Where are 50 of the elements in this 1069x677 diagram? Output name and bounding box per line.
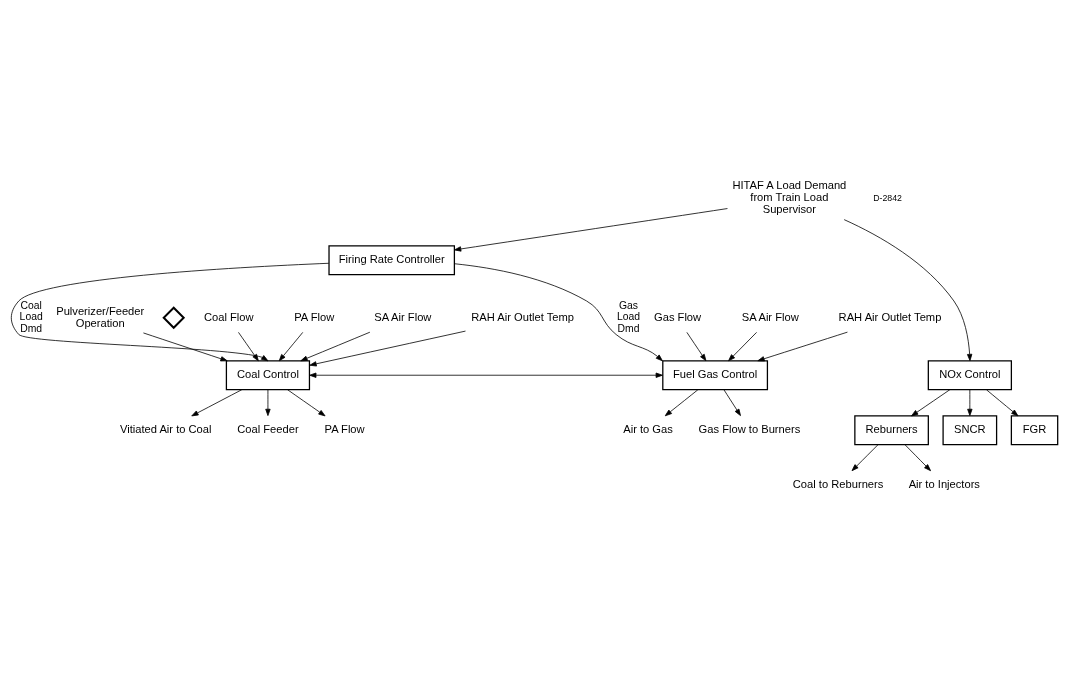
arrow <box>967 389 973 416</box>
arrow <box>309 330 466 367</box>
node-text: Gas Flow <box>654 310 702 323</box>
node-text: Coal to Reburners <box>792 478 884 491</box>
node-box: Fuel Gas Control <box>662 360 769 391</box>
node-text: Coal Feeder <box>237 423 299 436</box>
node-text: RAH Air Outlet Temp <box>838 310 942 323</box>
arrow <box>191 389 243 417</box>
arrow <box>278 331 304 362</box>
node-box: Reburners <box>854 415 929 446</box>
node-text: Coal Flow <box>204 310 254 323</box>
node-text: RAH Air Outlet Temp <box>471 310 575 323</box>
edge-label: Gas Load Dmd <box>616 300 641 334</box>
node-text: PA Flow <box>294 310 335 323</box>
node-text: SA Air Flow <box>374 310 432 323</box>
arrow <box>300 331 371 362</box>
arrow <box>454 208 728 252</box>
arrow <box>843 219 973 362</box>
arrow <box>265 389 271 416</box>
arrow <box>911 389 951 417</box>
arrow <box>851 444 879 472</box>
node-box: Coal Control <box>225 360 311 391</box>
arrow <box>757 331 848 362</box>
node-text: HITAF A Load Demand from Train Load Supervisor <box>732 179 847 216</box>
arrow <box>986 389 1019 417</box>
arrow <box>904 444 931 472</box>
node-text: Gas Flow to Burners <box>698 423 801 436</box>
edge-label: Coal Load Dmd <box>19 300 43 334</box>
arrow <box>309 372 663 378</box>
node-box: Firing Rate Controller <box>328 245 456 276</box>
node-text: SA Air Flow <box>741 310 799 323</box>
arrow <box>723 389 741 416</box>
node-diamond <box>162 306 186 330</box>
node-text: Air to Gas <box>623 423 673 436</box>
label: D-2842 <box>873 192 902 203</box>
node-box: NOx Control <box>927 360 1012 391</box>
node-text: Vitiated Air to Coal <box>119 423 212 436</box>
arrow <box>143 332 228 362</box>
arrow <box>287 389 326 417</box>
node-box: SNCR <box>942 415 998 446</box>
arrow <box>686 331 707 362</box>
arrow <box>10 262 330 362</box>
arrow <box>238 331 259 362</box>
arrow <box>454 263 663 362</box>
arrow <box>664 389 699 417</box>
node-box: FGR <box>1010 415 1059 446</box>
node-text: Air to Injectors <box>908 478 980 491</box>
node-text: PA Flow <box>324 423 365 436</box>
arrow <box>728 331 757 362</box>
node-text: Pulverizer/Feeder Operation <box>56 304 145 329</box>
